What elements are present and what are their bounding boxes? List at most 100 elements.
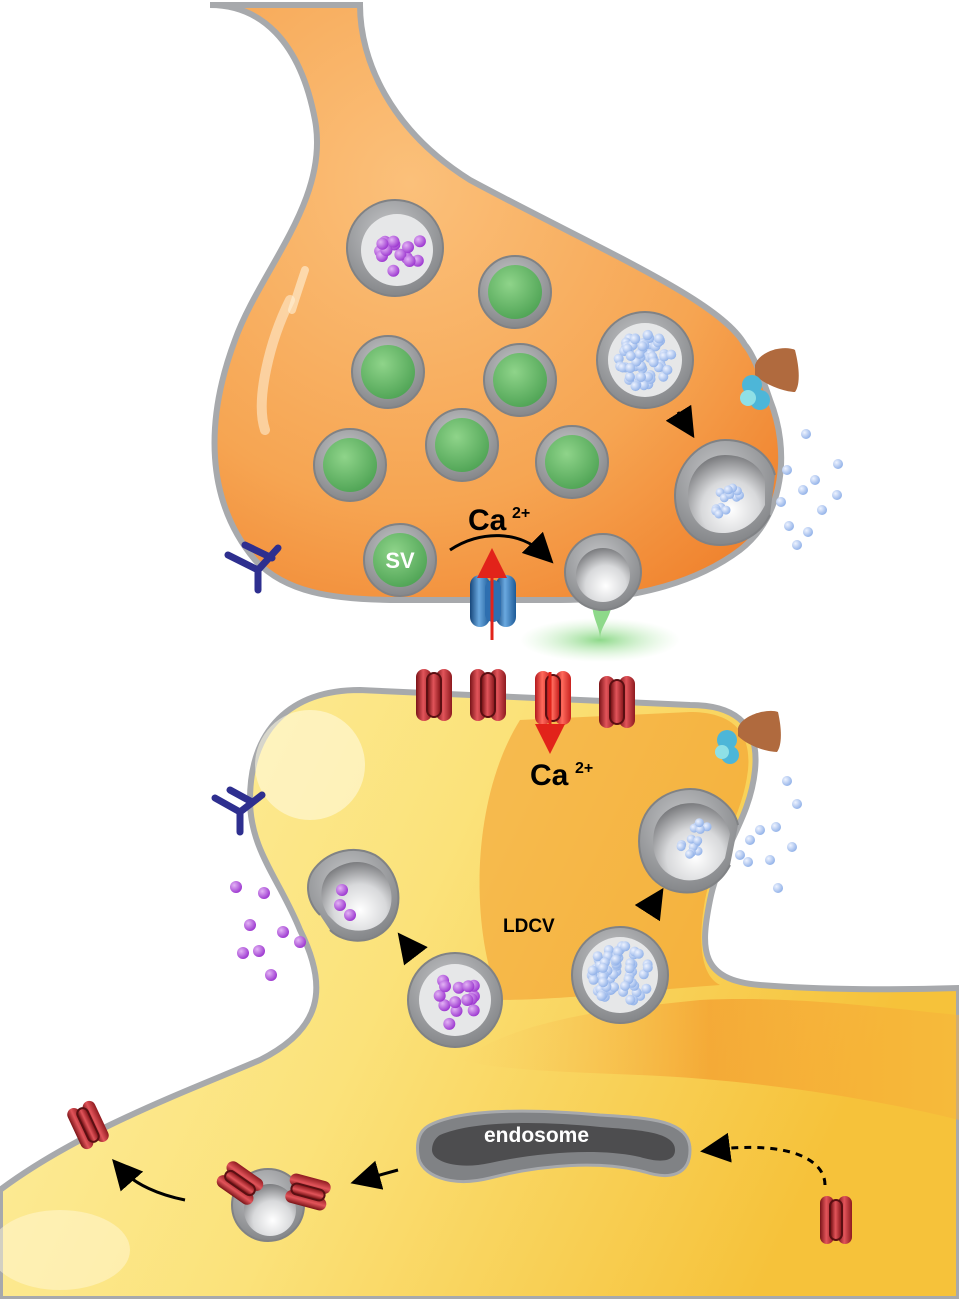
particle	[641, 983, 652, 994]
particle	[620, 941, 631, 952]
antibody-icon	[224, 541, 282, 594]
particle	[637, 341, 648, 352]
particle	[294, 936, 306, 948]
particle	[588, 974, 599, 985]
particle	[438, 999, 451, 1012]
particle	[336, 884, 348, 896]
synaptic-vesicle	[478, 255, 552, 329]
receptor-icon	[820, 1196, 852, 1244]
synaptic-vesicle	[351, 335, 425, 409]
particle	[609, 982, 620, 993]
particle	[810, 475, 820, 485]
translocation-arrow-right	[634, 887, 664, 922]
particle	[244, 919, 256, 931]
endosome-label: endosome	[484, 1124, 589, 1147]
particle	[237, 947, 249, 959]
particle	[253, 945, 265, 957]
particle	[387, 264, 400, 277]
translocation-arrow-left	[397, 932, 428, 966]
blue-particles	[586, 941, 653, 1006]
particle	[638, 380, 649, 391]
particle	[798, 485, 808, 495]
particle	[592, 951, 603, 962]
particle	[817, 505, 827, 515]
synaptic-vesicle	[535, 425, 609, 499]
particle	[461, 994, 474, 1006]
particle	[344, 909, 356, 921]
synaptic-vesicle	[425, 408, 499, 482]
translocation-arrow-top	[665, 404, 695, 439]
calcium-channel	[470, 548, 516, 640]
endosome: endosome	[416, 1109, 692, 1183]
particle	[695, 824, 705, 834]
particle	[792, 799, 802, 809]
particle	[787, 842, 797, 852]
particle	[624, 371, 635, 382]
particle	[721, 505, 731, 515]
antibody-icon-bottom	[211, 786, 266, 836]
docking-vesicle	[564, 533, 642, 611]
particle	[693, 836, 703, 846]
particle	[832, 490, 842, 500]
particle	[723, 485, 733, 495]
particle	[630, 334, 640, 345]
particle	[403, 255, 416, 267]
particle	[258, 887, 270, 899]
particle	[625, 363, 636, 373]
blue-particles	[676, 818, 712, 859]
synaptic-vesicles: SV	[313, 255, 609, 597]
particle	[433, 989, 446, 1002]
particle	[624, 963, 635, 974]
trafficking-arrow-endosome	[350, 1160, 399, 1190]
particle	[449, 996, 462, 1009]
receptor-ligand-top	[740, 348, 799, 410]
particle	[676, 842, 686, 852]
particle	[387, 235, 400, 248]
particle	[611, 954, 622, 965]
particle	[376, 237, 389, 250]
particle	[450, 1004, 463, 1017]
particle	[685, 849, 695, 859]
particle	[803, 527, 813, 537]
receptor-icon	[67, 1100, 109, 1150]
particle	[642, 962, 653, 973]
particle	[334, 899, 346, 911]
blue-ldcv-bottom	[571, 926, 669, 1024]
purple-ldcv-bottom	[407, 952, 503, 1048]
purple-dense-core-vesicle	[346, 199, 444, 297]
particle	[452, 981, 465, 994]
calcium-superscript-bottom: 2+	[575, 760, 593, 777]
particle	[439, 980, 451, 993]
calcium-label-bottom: Ca	[530, 759, 569, 792]
particle	[467, 1004, 480, 1017]
blue-particles	[613, 329, 677, 392]
particle	[833, 459, 843, 469]
particle	[662, 364, 673, 375]
particle	[765, 855, 775, 865]
sv-label: SV	[385, 548, 415, 573]
purple-particles	[433, 974, 480, 1030]
particle	[642, 329, 653, 340]
fusing-vesicle-top	[673, 438, 776, 547]
particle	[613, 946, 623, 957]
particle	[598, 977, 609, 988]
receptor-icon	[416, 669, 452, 721]
synaptic-vesicle	[483, 343, 557, 417]
calcium-influx-arrow	[449, 531, 554, 564]
particle	[625, 351, 636, 361]
ldcv-label: LDCV	[503, 916, 555, 937]
particle	[587, 965, 598, 976]
particle	[620, 980, 631, 991]
purple-particles	[374, 235, 426, 277]
particle	[666, 349, 677, 360]
particle	[634, 348, 645, 359]
particle	[630, 381, 641, 392]
particle	[771, 822, 781, 832]
trafficking-arrow-surface	[112, 1159, 186, 1202]
receptor-icon	[470, 669, 506, 721]
released-blue-particles	[735, 776, 802, 893]
calcium-superscript-top: 2+	[512, 505, 530, 522]
particle	[755, 825, 765, 835]
fusing-vesicle-left	[307, 848, 400, 942]
